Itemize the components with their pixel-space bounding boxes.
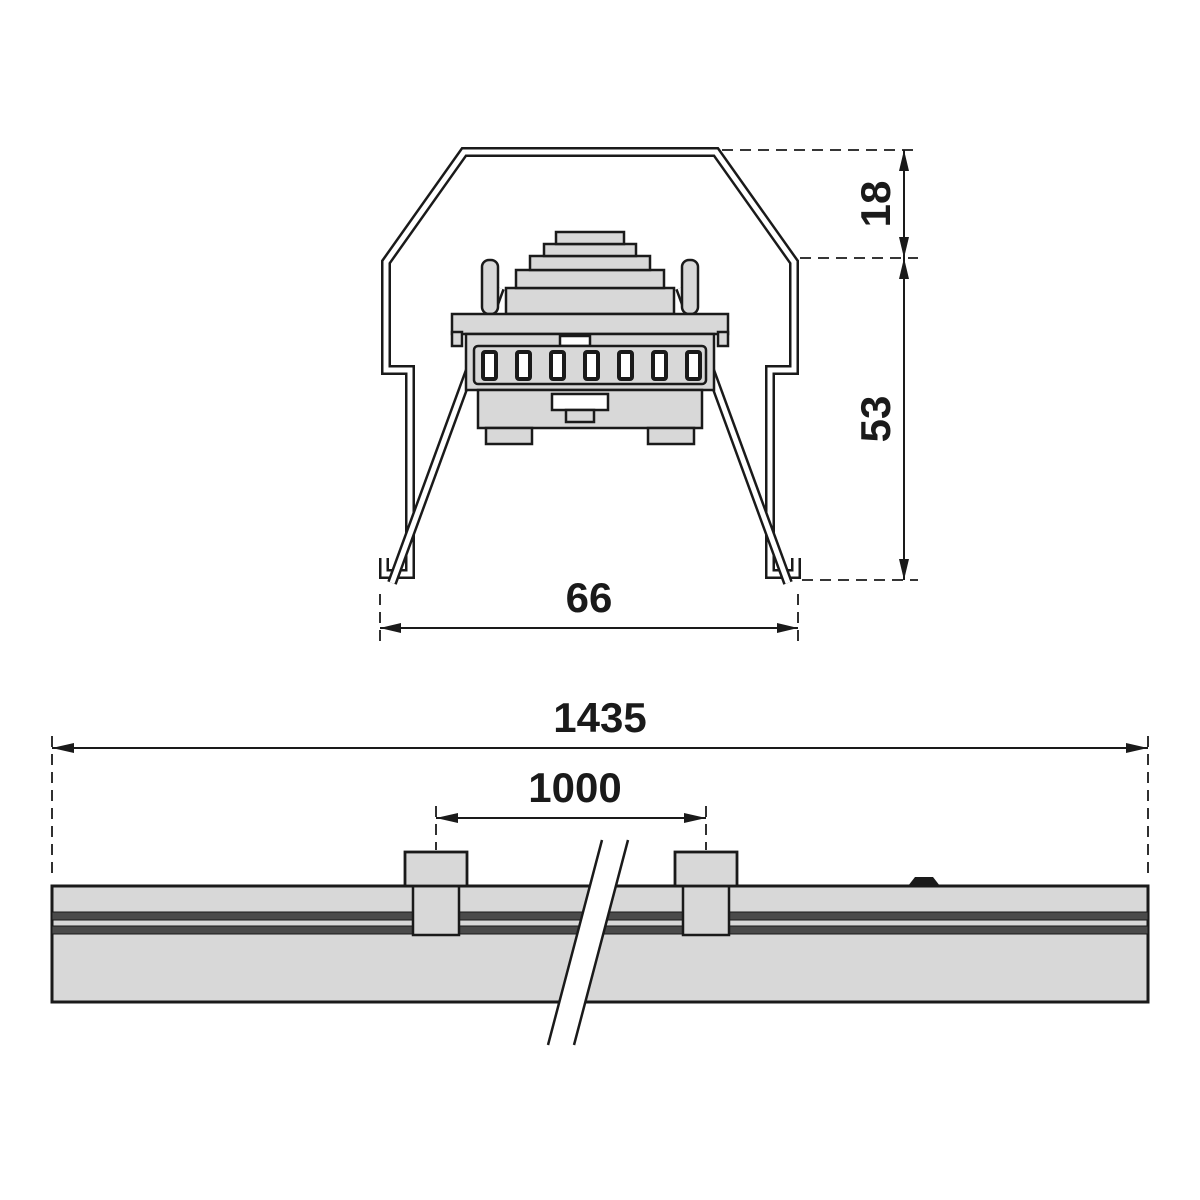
dim-1435-label: 1435 bbox=[553, 694, 646, 741]
plate-tab-left bbox=[450, 330, 464, 348]
break-line-left bbox=[546, 839, 604, 1046]
dim-18-label: 18 bbox=[852, 181, 899, 228]
stepped-cap-2 bbox=[542, 242, 638, 258]
plate-tab-right bbox=[716, 330, 730, 348]
foot-right bbox=[646, 426, 696, 446]
dimension-1000: 1000 bbox=[435, 764, 707, 850]
mounting-bracket-left bbox=[403, 850, 469, 888]
break-line-right bbox=[572, 839, 630, 1046]
arrowhead-up bbox=[899, 258, 909, 279]
terminal-slot bbox=[685, 350, 702, 381]
terminal-slot bbox=[549, 350, 566, 381]
dim-53-label: 53 bbox=[852, 396, 899, 443]
arrowhead-down bbox=[899, 559, 909, 580]
stepped-cap-4 bbox=[514, 268, 666, 290]
break-gap bbox=[548, 840, 628, 1045]
dimension-66: 66 bbox=[379, 574, 799, 644]
dim-66-label: 66 bbox=[566, 574, 613, 621]
terminal-slot bbox=[583, 350, 600, 381]
clip-left bbox=[480, 258, 500, 316]
cross-section-view: 18 53 66 bbox=[379, 147, 918, 644]
stepped-cap-1 bbox=[554, 230, 626, 246]
dimension-53: 53 bbox=[802, 258, 918, 581]
side-view: 1435 1000 bbox=[50, 694, 1150, 1046]
bracket-stem-left bbox=[411, 884, 461, 937]
arrowhead-up bbox=[899, 150, 909, 171]
gear-tray-component bbox=[450, 230, 730, 446]
foot-left bbox=[484, 426, 534, 446]
stepped-cap-3 bbox=[528, 254, 652, 272]
arrowhead-left bbox=[380, 623, 401, 633]
terminal-slot bbox=[515, 350, 532, 381]
arrowhead-right bbox=[777, 623, 798, 633]
dimension-18: 18 bbox=[722, 149, 918, 259]
clip-right bbox=[680, 258, 700, 316]
lower-tab bbox=[564, 408, 596, 424]
break-symbol bbox=[546, 839, 630, 1046]
terminal-slot bbox=[651, 350, 668, 381]
fixing-button bbox=[908, 877, 940, 886]
dim-1000-label: 1000 bbox=[528, 764, 621, 811]
arrowhead-right bbox=[1126, 743, 1148, 753]
body-detail bbox=[558, 334, 592, 348]
arrowhead-right bbox=[684, 813, 706, 823]
bracket-stem-right bbox=[681, 884, 731, 937]
arrowhead-left bbox=[436, 813, 458, 823]
terminal-slot bbox=[481, 350, 498, 381]
terminal-slot bbox=[617, 350, 634, 381]
wide-plate bbox=[450, 312, 730, 336]
arrowhead-left bbox=[52, 743, 74, 753]
terminal-slots bbox=[481, 350, 702, 381]
mounting-bracket-right bbox=[673, 850, 739, 888]
lower-recess bbox=[550, 392, 610, 412]
upper-band bbox=[504, 286, 676, 316]
arrowhead-down bbox=[899, 237, 909, 258]
dimension-1435: 1435 bbox=[51, 694, 1149, 880]
